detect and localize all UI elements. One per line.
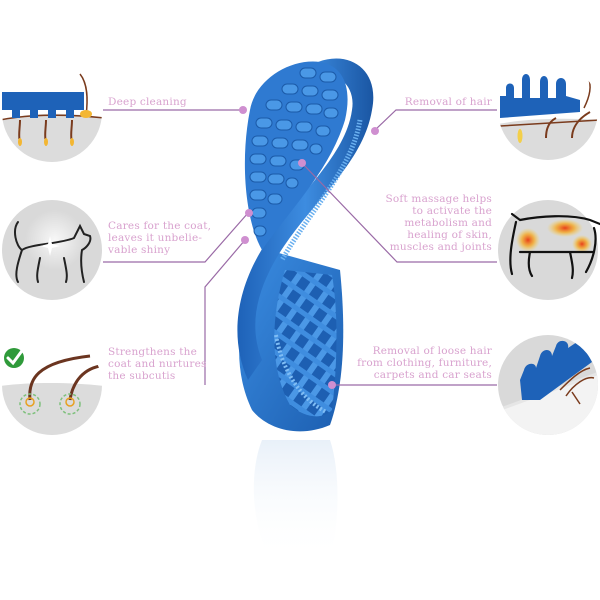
label-soft-massage: Soft massage helps to activate the metab… xyxy=(385,193,492,253)
label-line: leaves it unbelie- xyxy=(108,232,203,244)
connector-lines xyxy=(103,109,497,386)
label-line: Soft massage helps xyxy=(385,193,492,205)
shiny-cat-icon xyxy=(2,200,102,300)
label-line: carpets and car seats xyxy=(373,369,492,381)
label-line: metabolism and xyxy=(404,217,492,229)
label-line: to activate the xyxy=(412,205,492,217)
label-line: Deep cleaning xyxy=(108,96,187,108)
hair-follicle-check-icon xyxy=(2,335,102,435)
label-line: vable shiny xyxy=(108,244,171,256)
cat-heat-massage-icon xyxy=(498,200,600,300)
label-line: Cares for the coat, xyxy=(108,220,212,232)
label-removal-of-hair: Removal of hair xyxy=(405,96,492,108)
label-deep-cleaning: Deep cleaning xyxy=(108,96,187,108)
label-line: healing of skin, xyxy=(407,229,492,241)
label-line: coat and nurtures xyxy=(108,358,207,370)
label-shiny-coat: Cares for the coat, leaves it unbelie- v… xyxy=(108,220,211,256)
label-line: Strengthens the xyxy=(108,346,198,358)
brush-fabric-icon xyxy=(498,335,598,435)
label-strengthens-coat: Strengthens the coat and nurtures the su… xyxy=(108,346,207,382)
brush-hair-removal-icon xyxy=(498,60,598,160)
brush-product-image xyxy=(237,58,374,560)
label-line: the subcutis xyxy=(108,370,176,382)
label-line: Removal of hair xyxy=(404,96,492,108)
connector-dots xyxy=(239,106,379,389)
label-line: muscles and joints xyxy=(389,241,492,253)
label-line: from clothing, furniture, xyxy=(357,357,492,369)
label-loose-hair-removal: Removal of loose hair from clothing, fur… xyxy=(357,345,492,381)
label-line: Removal of loose hair xyxy=(372,345,492,357)
brush-cleaning-skin-icon xyxy=(2,62,102,162)
